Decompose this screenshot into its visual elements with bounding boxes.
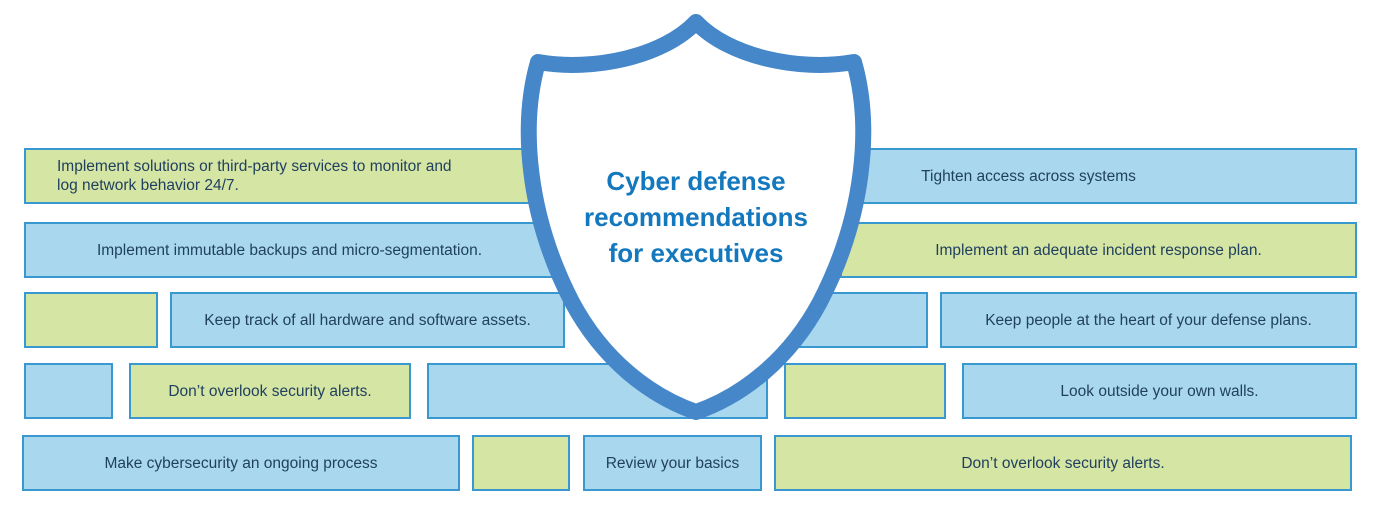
shield-title: Cyber defense recommendations for execut… (521, 163, 871, 271)
box-people-defense-plans-label: Keep people at the heart of your defense… (985, 311, 1312, 329)
box-review-basics: Review your basics (583, 435, 762, 491)
shield-title-line-2: recommendations (584, 202, 808, 232)
box-review-basics-label: Review your basics (605, 454, 740, 472)
box-monitor-network-label: Implement solutions or third-party servi… (57, 158, 452, 194)
box-immutable-backups: Implement immutable backups and micro-se… (24, 222, 555, 278)
box-spacer-green-2 (784, 363, 946, 419)
box-look-outside-walls-label: Look outside your own walls. (1060, 382, 1259, 400)
box-spacer-blue-2 (24, 363, 113, 419)
box-incident-response-plan-label: Implement an adequate incident response … (935, 241, 1262, 259)
box-track-assets-label: Keep track of all hardware and software … (204, 311, 531, 329)
box-ongoing-process-label: Make cybersecurity an ongoing process (104, 454, 378, 472)
box-overlook-alerts-1: Don’t overlook security alerts. (129, 363, 411, 419)
box-spacer-green-1 (24, 292, 158, 348)
box-spacer-blue-1 (700, 292, 928, 348)
box-spacer-green-3 (472, 435, 570, 491)
box-people-defense-plans: Keep people at the heart of your defense… (940, 292, 1357, 348)
box-ongoing-process: Make cybersecurity an ongoing process (22, 435, 460, 491)
box-immutable-backups-label: Implement immutable backups and micro-se… (96, 241, 483, 259)
box-overlook-alerts-2-label: Don’t overlook security alerts. (961, 454, 1165, 472)
box-overlook-alerts-2: Don’t overlook security alerts. (774, 435, 1352, 491)
box-overlook-alerts-1-label: Don’t overlook security alerts. (168, 382, 372, 400)
box-track-assets: Keep track of all hardware and software … (170, 292, 565, 348)
box-tighten-access-label: Tighten access across systems (921, 167, 1136, 185)
shield-title-line-3: for executives (608, 238, 784, 268)
box-spacer-blue-3 (427, 363, 768, 419)
shield-title-line-1: Cyber defense (606, 166, 786, 196)
box-incident-response-plan: Implement an adequate incident response … (840, 222, 1357, 278)
box-look-outside-walls: Look outside your own walls. (962, 363, 1357, 419)
